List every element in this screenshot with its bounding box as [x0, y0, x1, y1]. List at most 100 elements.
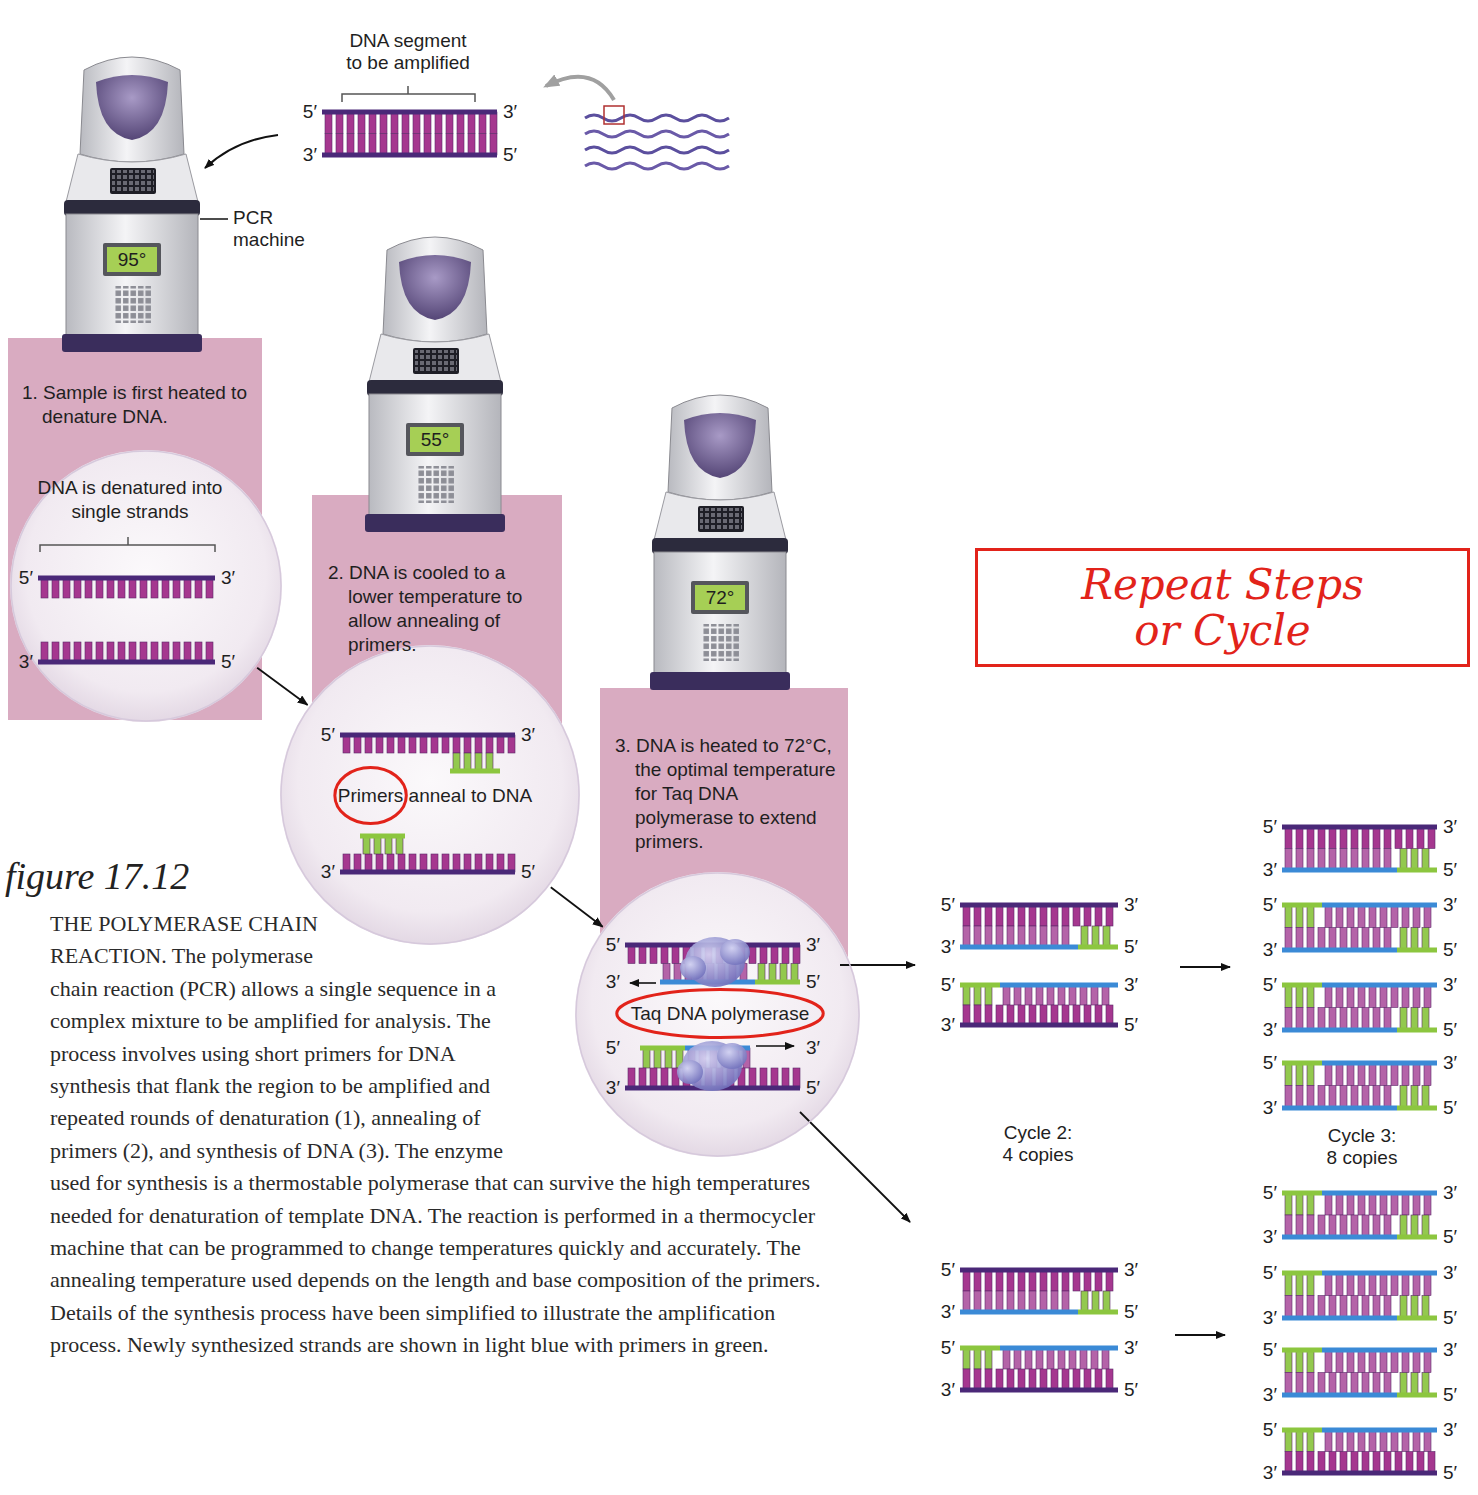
- base-pair: [1007, 905, 1014, 926]
- base-pair: [1347, 1063, 1354, 1086]
- strand-end-label: 3′: [941, 1014, 955, 1036]
- base-pair: [1014, 985, 1021, 1005]
- base-pair: [1307, 1063, 1314, 1086]
- base-pair: [771, 1068, 778, 1088]
- new-strand: [1322, 1191, 1437, 1196]
- base-pair: [985, 1291, 992, 1312]
- base-pair: [1413, 905, 1420, 928]
- strand-end-label: 3′: [1124, 974, 1138, 996]
- base-pair: [963, 1348, 970, 1369]
- base-pair: [1340, 1086, 1347, 1109]
- base-pair: [1018, 1291, 1025, 1312]
- base-pair: [963, 926, 970, 947]
- base-pair: [1402, 1273, 1409, 1296]
- strand-end-label: 3′: [1124, 894, 1138, 916]
- caption: THE POLYMERASE CHAIN REACTION. The polym…: [50, 911, 820, 1357]
- strand-end-label: 3′: [941, 936, 955, 958]
- new-strand: [1322, 1348, 1437, 1353]
- base-pair: [1307, 1008, 1314, 1031]
- base-pair: [1318, 827, 1325, 849]
- base-pair: [413, 112, 420, 134]
- base-pair: [771, 945, 778, 964]
- base-pair: [1285, 1273, 1292, 1296]
- base-pair: [661, 945, 668, 964]
- base-pair: [1411, 1373, 1418, 1396]
- base-pair: [1384, 928, 1391, 951]
- base-pair: [1373, 1296, 1380, 1319]
- base-pair: [985, 1369, 992, 1390]
- strand-end-label: 3′: [1263, 1462, 1277, 1484]
- base-pair: [1351, 1296, 1358, 1319]
- base-pair: [457, 112, 464, 134]
- strand-end-label: 5′: [19, 567, 33, 589]
- pcr-machine: [650, 395, 790, 690]
- primer: [1282, 983, 1322, 988]
- base-pair: [129, 642, 136, 662]
- strand-end-label: 5′: [1263, 1339, 1277, 1361]
- base-pair: [464, 854, 471, 872]
- base-pair: [1007, 1270, 1014, 1291]
- base-pair: [162, 578, 169, 598]
- base-pair: [1318, 1086, 1325, 1109]
- base-pair: [1307, 1273, 1314, 1296]
- base-pair: [1029, 1369, 1036, 1390]
- base-pair: [760, 1068, 767, 1088]
- strand-end-label: 5′: [1443, 859, 1457, 881]
- base-pair: [1400, 849, 1407, 871]
- base-pair: [1351, 928, 1358, 951]
- base-pair: [1336, 1430, 1343, 1452]
- new-strand: [960, 945, 1078, 950]
- base-pair: [1080, 985, 1087, 1005]
- base-pair: [1296, 1350, 1303, 1373]
- base-pair: [1095, 1270, 1102, 1291]
- base-pair: [1307, 849, 1314, 871]
- base-pair: [464, 735, 471, 753]
- base-pair: [1296, 827, 1303, 849]
- template-strand: [38, 576, 215, 581]
- base-pair: [974, 1348, 981, 1369]
- base-pair: [1051, 1291, 1058, 1312]
- base-pair: [1029, 1005, 1036, 1025]
- arrow: [546, 77, 614, 100]
- base-pair: [1103, 1291, 1110, 1312]
- base-pair: [336, 112, 343, 134]
- base-pair: [672, 945, 679, 964]
- base-pair: [118, 578, 125, 598]
- base-pair: [85, 578, 92, 598]
- strand-end-label: 3′: [1443, 1339, 1457, 1361]
- primer: [640, 1046, 685, 1051]
- base-pair: [1325, 1350, 1332, 1373]
- strand-end-label: 5′: [1443, 1307, 1457, 1329]
- base-pair: [1391, 1350, 1398, 1373]
- base-pair: [1424, 905, 1431, 928]
- base-pair: [1391, 1193, 1398, 1215]
- cycle-label: Cycle 2: 4 copies: [998, 1122, 1078, 1166]
- strand-end-label: 5′: [1124, 1301, 1138, 1323]
- base-pair: [1402, 905, 1409, 928]
- base-pair: [1400, 1215, 1407, 1237]
- base-pair: [1029, 1270, 1036, 1291]
- base-pair: [1336, 985, 1343, 1008]
- base-pair: [497, 854, 504, 872]
- base-pair: [985, 1005, 992, 1025]
- base-pair: [1417, 827, 1424, 849]
- base-pair: [424, 134, 431, 156]
- base-pair: [354, 735, 361, 753]
- base-pair: [1424, 1430, 1431, 1452]
- base-pair: [184, 642, 191, 662]
- base-pair: [402, 112, 409, 134]
- strand-end-label: 5′: [1443, 1462, 1457, 1484]
- base-pair: [1307, 1296, 1314, 1319]
- base-pair: [1347, 905, 1354, 928]
- base-pair: [486, 854, 493, 872]
- base-pair: [1369, 1273, 1376, 1296]
- strand-end-label: 5′: [806, 1077, 820, 1099]
- base-pair: [1106, 1005, 1113, 1025]
- base-pair: [1424, 985, 1431, 1008]
- base-pair: [1340, 1373, 1347, 1396]
- base-pair: [1051, 1369, 1058, 1390]
- base-pair: [1102, 1348, 1109, 1369]
- new-strand: [1322, 1428, 1437, 1433]
- base-pair: [1102, 985, 1109, 1005]
- base-pair: [1285, 1296, 1292, 1319]
